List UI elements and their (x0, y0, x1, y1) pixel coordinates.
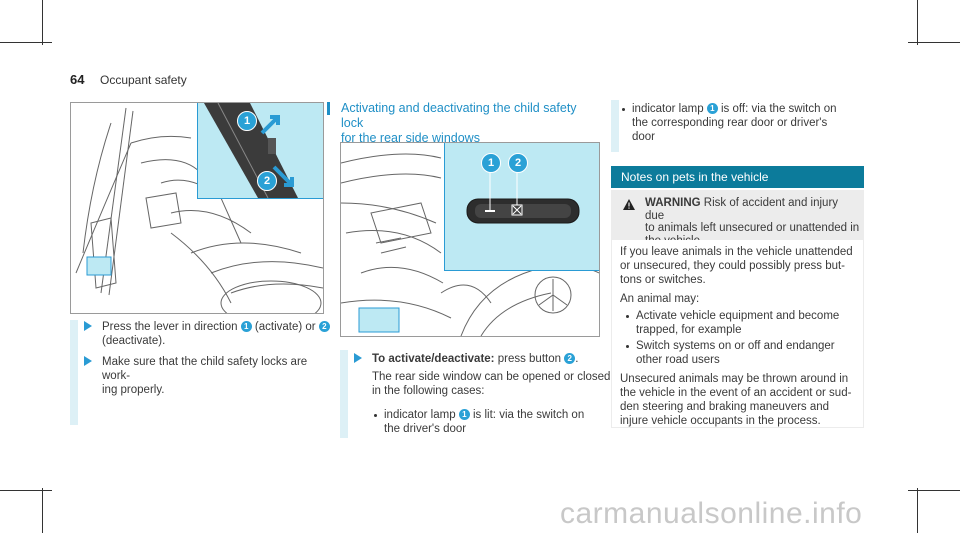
paragraph-unsecured: Unsecured animals may be thrown around i… (620, 372, 860, 428)
body-text: in the following cases: (372, 385, 485, 397)
crop-mark (42, 488, 43, 533)
step-text: . (575, 353, 579, 365)
bullet-text: Activate vehicle equipment and become (636, 310, 840, 322)
body-text: tons or switches. (620, 274, 706, 286)
bullet-text: trapped, for example (636, 324, 742, 336)
callout-2: 2 (318, 321, 330, 332)
warning-text: to animals left unsecured or unattended … (645, 222, 860, 234)
step-bar (611, 100, 619, 152)
section-title: Activating and deactivating the child sa… (327, 101, 601, 146)
paragraph-animal-may: An animal may: (620, 292, 860, 306)
body-text: An animal may: (620, 293, 700, 305)
body-text: The rear side window can be opened or cl… (372, 371, 611, 383)
bullet-switch-systems: Switch systems on or off and endanger ot… (626, 339, 861, 367)
step-bar (70, 320, 78, 425)
bullet-dot (622, 108, 625, 111)
crop-mark (917, 0, 918, 45)
door-lever-drawing (75, 107, 323, 313)
crop-mark (0, 490, 52, 491)
paragraph-unattended: If you leave animals in the vehicle unat… (620, 245, 860, 287)
crop-mark (908, 490, 960, 491)
door-lever-illustration: 1 2 (70, 102, 324, 314)
warning-triangle-icon (623, 199, 635, 210)
warning-box: WARNING Risk of accident and injury due … (611, 190, 864, 247)
body-text: the vehicle in the event of an accident … (620, 387, 852, 399)
step-bar (340, 350, 348, 438)
figure-callout-1: 1 (237, 111, 257, 131)
page-section-title: Occupant safety (100, 73, 187, 87)
bullet-lamp-lit: indicator lamp 1 is lit: via the switch … (374, 408, 604, 436)
warning-text: Risk of accident and injury due (645, 197, 839, 222)
bullet-dot (374, 414, 377, 417)
body-text: injure vehicle occupants in the process. (620, 415, 821, 427)
bullet-text: door (632, 131, 656, 143)
door-panel-drawing (341, 153, 599, 336)
bullet-dot (626, 315, 629, 318)
bullet-text: Switch systems on or off and endanger (636, 340, 835, 352)
bullet-text: the driver's door (384, 423, 467, 435)
step-text: (activate) or (254, 321, 316, 333)
step-label: To activate/deactivate: (372, 353, 495, 365)
bullet-text: indicator lamp (384, 409, 456, 421)
step-check-locks: Make sure that the child safety locks ar… (84, 355, 324, 396)
bullet-text: indicator lamp (632, 103, 704, 115)
switch-highlight (358, 307, 400, 333)
step-activate-lever: Press the lever in direction 1 (activate… (84, 320, 330, 350)
bullet-text: other road users (636, 354, 720, 366)
crop-mark (908, 42, 960, 43)
notes-header: Notes on pets in the vehicle (611, 166, 864, 188)
step-text: ing properly. (102, 384, 165, 396)
lever-detail-inset: 1 2 (197, 103, 323, 199)
step-press-button: To activate/deactivate: press button 2. … (354, 352, 610, 442)
title-line: Activating and deactivating the child sa… (341, 101, 577, 130)
figure-callout-2: 2 (257, 171, 277, 191)
body-text: Unsecured animals may be thrown around i… (620, 373, 849, 385)
title-marker (327, 102, 330, 115)
step-arrow-icon (84, 356, 92, 366)
bullet-lamp-off: indicator lamp 1 is off: via the switch … (622, 102, 862, 144)
step-text: press button (497, 353, 562, 365)
callout-1: 1 (706, 103, 718, 114)
body-text: If you leave animals in the vehicle unat… (620, 246, 853, 258)
lever-highlight (86, 256, 112, 276)
page-number: 64 (70, 72, 85, 87)
callout-1: 1 (240, 321, 252, 332)
crop-mark (917, 488, 918, 533)
title-line: for the rear side windows (341, 131, 480, 145)
figure-callout-2: 2 (508, 153, 528, 173)
step-arrow-icon (84, 321, 92, 331)
warning-label: WARNING (645, 197, 701, 209)
watermark: carmanualsonline.info (560, 497, 863, 530)
bullet-text: the corresponding rear door or driver's (632, 117, 828, 129)
figure-callout-1: 1 (481, 153, 501, 173)
body-text: den steering and braking maneuvers and (620, 401, 830, 413)
body-text: or unsecured, they could possibly press … (620, 260, 846, 272)
crop-mark (0, 42, 52, 43)
step-text: Make sure that the child safety locks ar… (102, 356, 308, 382)
bullet-text: is off: via the switch on (721, 103, 837, 115)
callout-1: 1 (458, 409, 470, 420)
step-text: Press the lever in direction (102, 321, 238, 333)
bullet-text: is lit: via the switch on (473, 409, 585, 421)
step-arrow-icon (354, 353, 362, 363)
step-text: (deactivate). (102, 335, 166, 347)
window-switch-illustration: 1 2 (340, 142, 600, 337)
bullet-activate-equipment: Activate vehicle equipment and become tr… (626, 309, 861, 337)
crop-mark (42, 0, 43, 45)
switch-detail-inset: 1 2 (444, 143, 599, 271)
callout-2: 2 (564, 353, 576, 364)
bullet-dot (626, 345, 629, 348)
warning-body (611, 240, 864, 428)
